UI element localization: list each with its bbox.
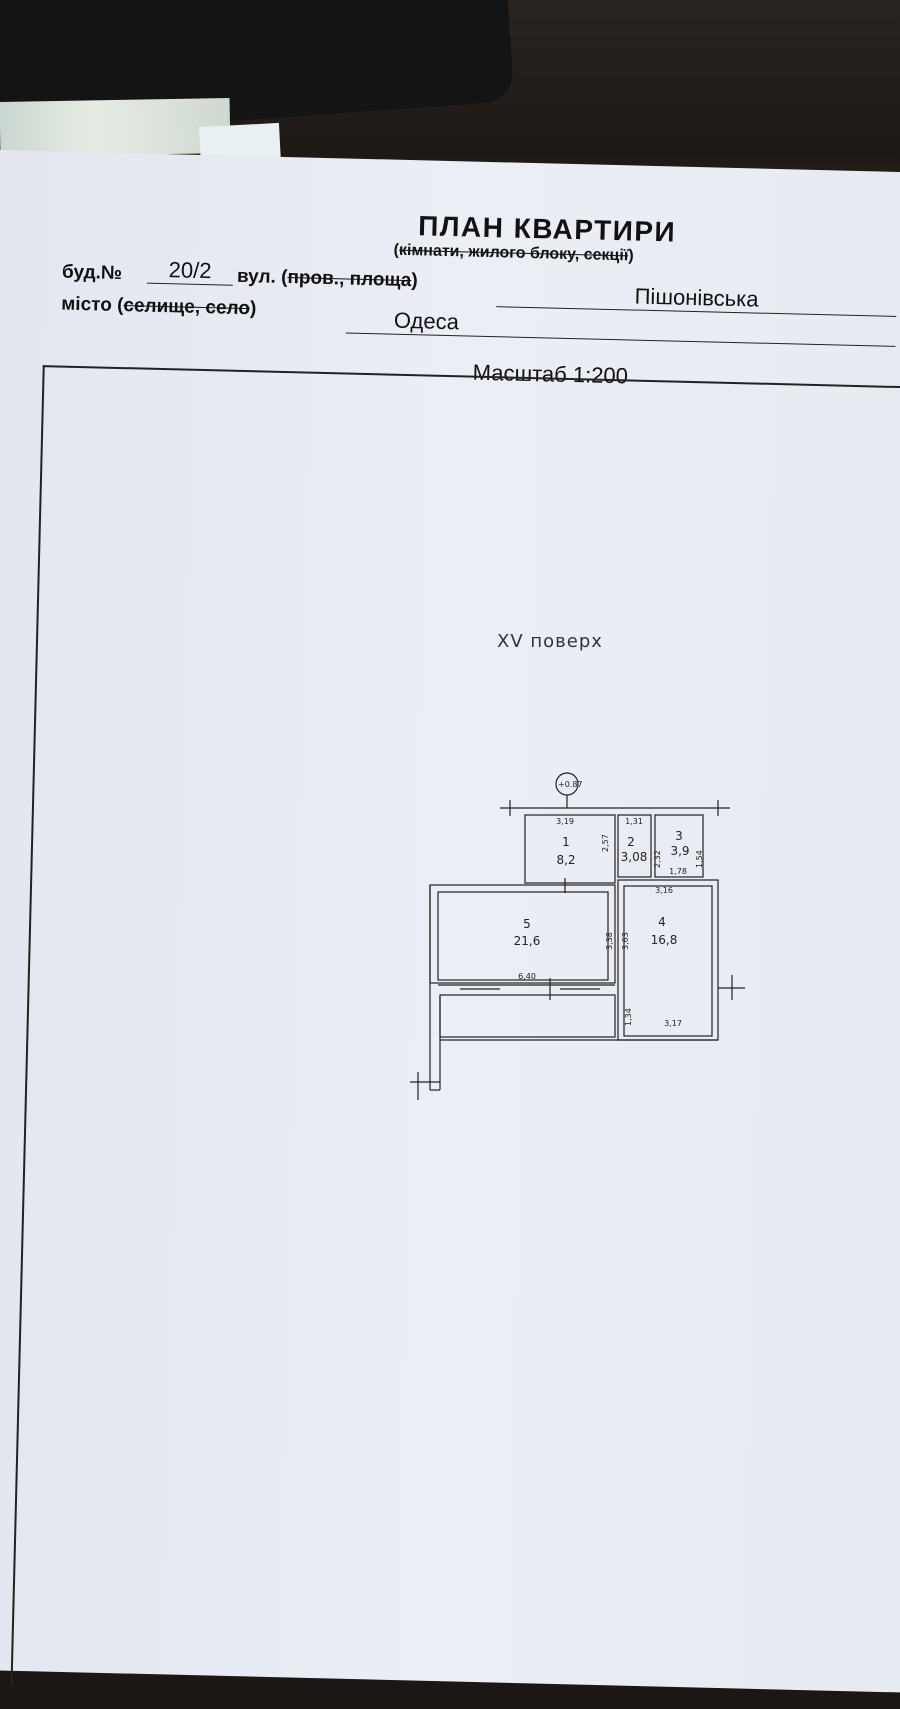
building-number: 20/2 (146, 256, 234, 286)
dim-3-63: 3,63 (621, 932, 630, 950)
dim-2-57: 2,57 (601, 834, 610, 852)
dim-6-40: 6,40 (518, 972, 536, 981)
room-4-area: 16,8 (651, 933, 678, 947)
dim-1-54: 1,54 (695, 850, 704, 868)
room-1-number: 1 (562, 835, 570, 849)
building-label: буд.№ (61, 261, 123, 285)
room-4-number: 4 (658, 915, 666, 929)
dim-3-17: 3,17 (664, 1019, 682, 1028)
dim-1-78: 1,78 (669, 867, 687, 876)
street-struck-text: пров., площа (287, 267, 412, 292)
dim-3-38: 3,38 (605, 932, 614, 950)
room-2-number: 2 (627, 835, 635, 849)
room-1-area: 8,2 (556, 853, 575, 867)
dim-3-16: 3,16 (655, 886, 673, 895)
dim-3-19: 3,19 (556, 817, 574, 826)
room-3-area: 3,9 (670, 844, 689, 858)
room-5-number: 5 (523, 917, 531, 931)
banknote (0, 97, 231, 158)
room-2-area: 3,08 (621, 850, 648, 864)
floor-label: XV поверх (497, 631, 603, 652)
room-5-area: 21,6 (514, 934, 541, 948)
room-3-number: 3 (675, 829, 683, 843)
dim-1-34: 1,34 (624, 1008, 633, 1026)
dim-1-31: 1,31 (625, 817, 643, 826)
floor-plan-drawing: +0.87 1 8,2 2 3,08 3 3,9 4 16,8 5 21,6 3… (410, 772, 745, 1100)
city-label: місто (селище, село) (60, 293, 257, 320)
elevation-marker: +0.87 (558, 780, 583, 789)
dim-2-32: 2,32 (653, 850, 662, 868)
street-label: вул. (пров., площа) (236, 265, 418, 292)
city-struck-text: селище, село (123, 295, 251, 320)
